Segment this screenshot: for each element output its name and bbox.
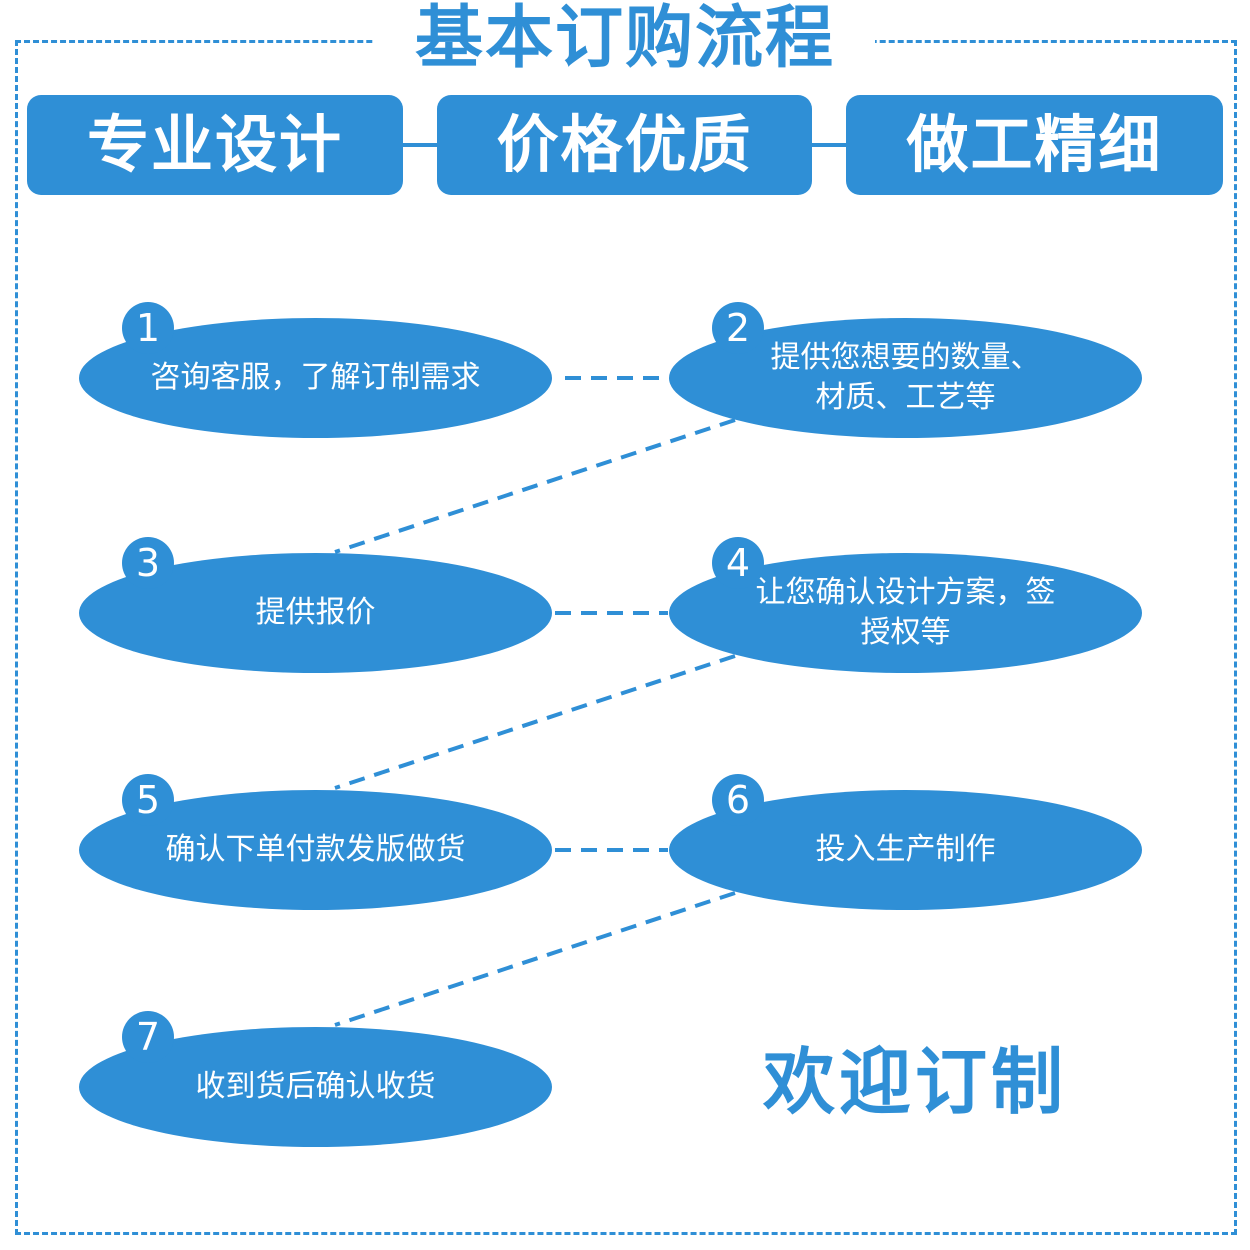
step-3-text: 提供报价 <box>255 595 376 630</box>
step-4-node: 让您确认设计方案，签 授权等 <box>669 553 1142 673</box>
banner-quality-price: 价格优质 <box>437 95 812 195</box>
welcome-slogan: 欢迎订制 <box>762 1040 1067 1124</box>
connector-2-3 <box>334 418 736 554</box>
step-6-text: 投入生产制作 <box>815 832 996 867</box>
step-2-text: 提供您想要的数量、 材质、工艺等 <box>770 340 1041 415</box>
connector-6-7 <box>334 891 736 1027</box>
step-5-text: 确认下单付款发版做货 <box>165 832 466 867</box>
banner-connector <box>403 143 439 147</box>
step-2-node: 提供您想要的数量、 材质、工艺等 <box>669 318 1142 438</box>
step-1-badge: 1 <box>122 302 174 354</box>
step-7-text: 收到货后确认收货 <box>195 1069 436 1104</box>
step-3-badge: 3 <box>122 537 174 589</box>
banner-connector <box>812 143 848 147</box>
step-5-badge: 5 <box>122 774 174 826</box>
page-title: 基本订购流程 <box>375 0 875 80</box>
step-1-text: 咨询客服，了解订制需求 <box>150 360 481 395</box>
step-7-badge: 7 <box>122 1011 174 1063</box>
step-6-badge: 6 <box>712 774 764 826</box>
step-4-text: 让您确认设计方案，签 授权等 <box>755 575 1056 650</box>
step-3-node: 提供报价 <box>79 553 552 673</box>
step-4-badge: 4 <box>712 537 764 589</box>
connector-4-5 <box>334 654 736 790</box>
banner-fine-workmanship: 做工精细 <box>846 95 1223 195</box>
step-2-badge: 2 <box>712 302 764 354</box>
banner-professional-design: 专业设计 <box>27 95 403 195</box>
